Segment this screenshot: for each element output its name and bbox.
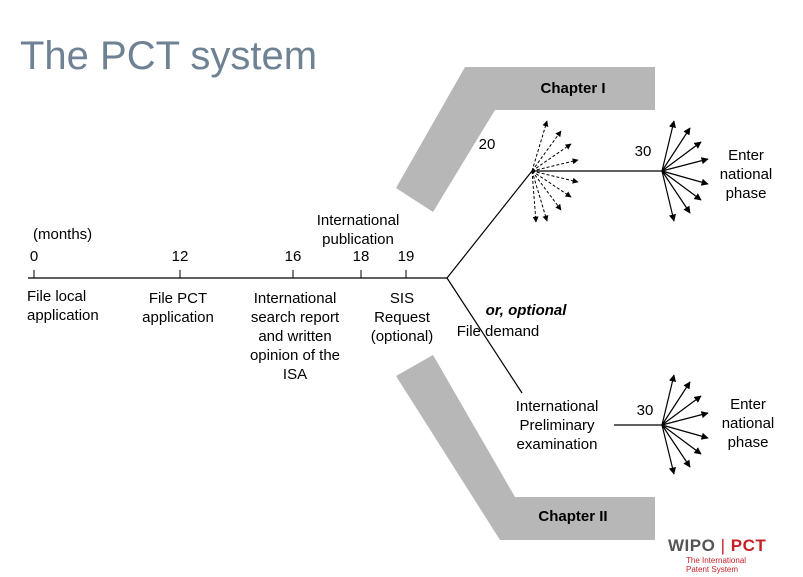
logo-tagline: The International Patent System: [686, 556, 747, 574]
page-title: The PCT system: [20, 34, 318, 78]
chapter-2-label: Chapter II: [538, 508, 608, 525]
tick-label-12: 12: [171, 248, 189, 265]
arrow-fan-30-chapter-1: [661, 120, 709, 222]
milestone-sis: SIS Request (optional): [370, 290, 434, 345]
chapter-1-band: [396, 67, 655, 212]
milestone-publication: International publication: [316, 212, 400, 248]
enter-national-phase-chapter-2: Enter national phase: [721, 396, 775, 451]
file-demand-label: File demand: [456, 323, 540, 340]
tick-label-18: 18: [352, 248, 370, 265]
month-label-30-chapter-1: 30: [634, 143, 652, 160]
milestone-file-local: File local application: [27, 288, 99, 324]
month-label-20: 20: [478, 136, 496, 153]
chapter-2-band: [396, 355, 655, 540]
chapter-1-label: Chapter I: [540, 80, 606, 97]
tick-label-19: 19: [397, 248, 415, 265]
logo-wordmark: WIPO | PCT: [668, 536, 767, 555]
milestone-isr: International search report and written …: [249, 290, 341, 383]
enter-national-phase-chapter-1: Enter national phase: [719, 147, 773, 202]
months-unit-label: (months): [33, 226, 93, 243]
arrow-fan-30-chapter-2: [661, 374, 709, 475]
or-optional-label: or, optional: [485, 302, 567, 319]
month-label-30-chapter-2: 30: [636, 402, 654, 419]
branch-chapter-2: [446, 277, 523, 394]
dashed-arrow-fan-20: [531, 120, 579, 223]
branch-chapter-1: [446, 170, 533, 279]
wipo-pct-logo: WIPO | PCT The International Patent Syst…: [668, 536, 766, 574]
milestone-file-pct: File PCT application: [142, 290, 214, 326]
tick-label-0: 0: [29, 248, 39, 265]
ipe-label: International Preliminary examination: [515, 398, 599, 453]
tick-label-16: 16: [284, 248, 302, 265]
